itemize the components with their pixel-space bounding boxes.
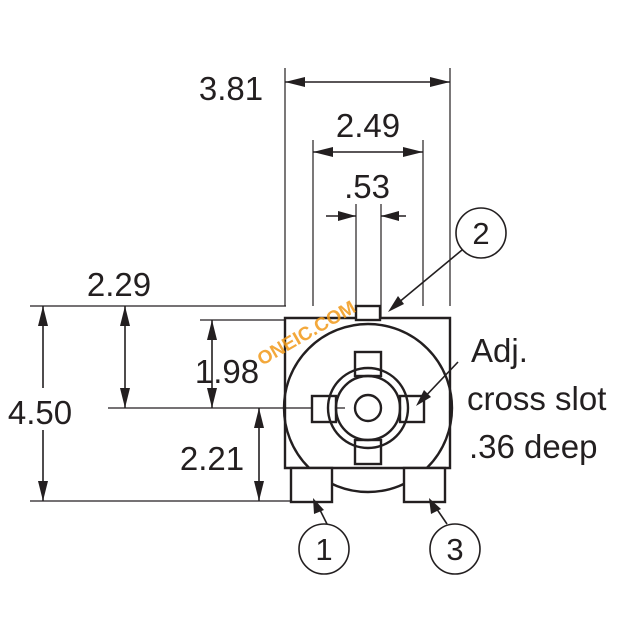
dimension-center-to-bottom: 2.21 xyxy=(180,408,264,501)
watermark-logo: ONEIC.COM xyxy=(254,297,360,370)
note-line-2: cross slot xyxy=(467,380,606,417)
pin-1-label: 1 xyxy=(315,532,332,567)
pin-2-label: 2 xyxy=(472,216,489,251)
callout-pin-2: 2 xyxy=(388,207,507,312)
rotor-disc xyxy=(282,322,454,494)
dim-overall-width-label: 3.81 xyxy=(199,70,263,107)
dim-top-to-center-label: 1.98 xyxy=(195,353,259,390)
dim-overall-height-label: 4.50 xyxy=(8,394,72,431)
dimension-overall-height: 4.50 xyxy=(8,305,290,502)
dim-center-to-bottom-label: 2.21 xyxy=(180,440,244,477)
potentiometer-body xyxy=(282,304,454,504)
pin-3-label: 3 xyxy=(446,532,463,567)
note-line-1: Adj. xyxy=(471,332,528,369)
callout-pin-1: 1 xyxy=(298,498,350,575)
dim-left-to-center-label: 2.29 xyxy=(87,266,151,303)
watermark-text: ONEIC.COM xyxy=(254,297,360,370)
dimension-overall-width: 3.81 xyxy=(199,68,451,306)
dim-slot-width-label: .53 xyxy=(344,168,390,205)
dimension-body-width: 2.49 xyxy=(312,107,424,306)
cross-slot-left xyxy=(310,394,338,424)
pin-1-terminal xyxy=(289,466,334,504)
pin-3-terminal xyxy=(402,466,447,504)
dimension-left-to-center: 2.29 xyxy=(87,266,151,408)
dimension-top-to-center: 1.98 xyxy=(108,319,345,409)
note-line-3: .36 deep xyxy=(469,428,597,465)
dimension-slot-width: .53 xyxy=(326,168,406,318)
dim-body-width-label: 2.49 xyxy=(336,107,400,144)
adjustment-note: Adj. cross slot .36 deep xyxy=(416,332,606,465)
cross-slot-top xyxy=(353,350,383,378)
callout-pin-3: 3 xyxy=(429,498,481,575)
cross-slot-bottom xyxy=(353,438,383,466)
adjustment-hole xyxy=(353,393,383,423)
